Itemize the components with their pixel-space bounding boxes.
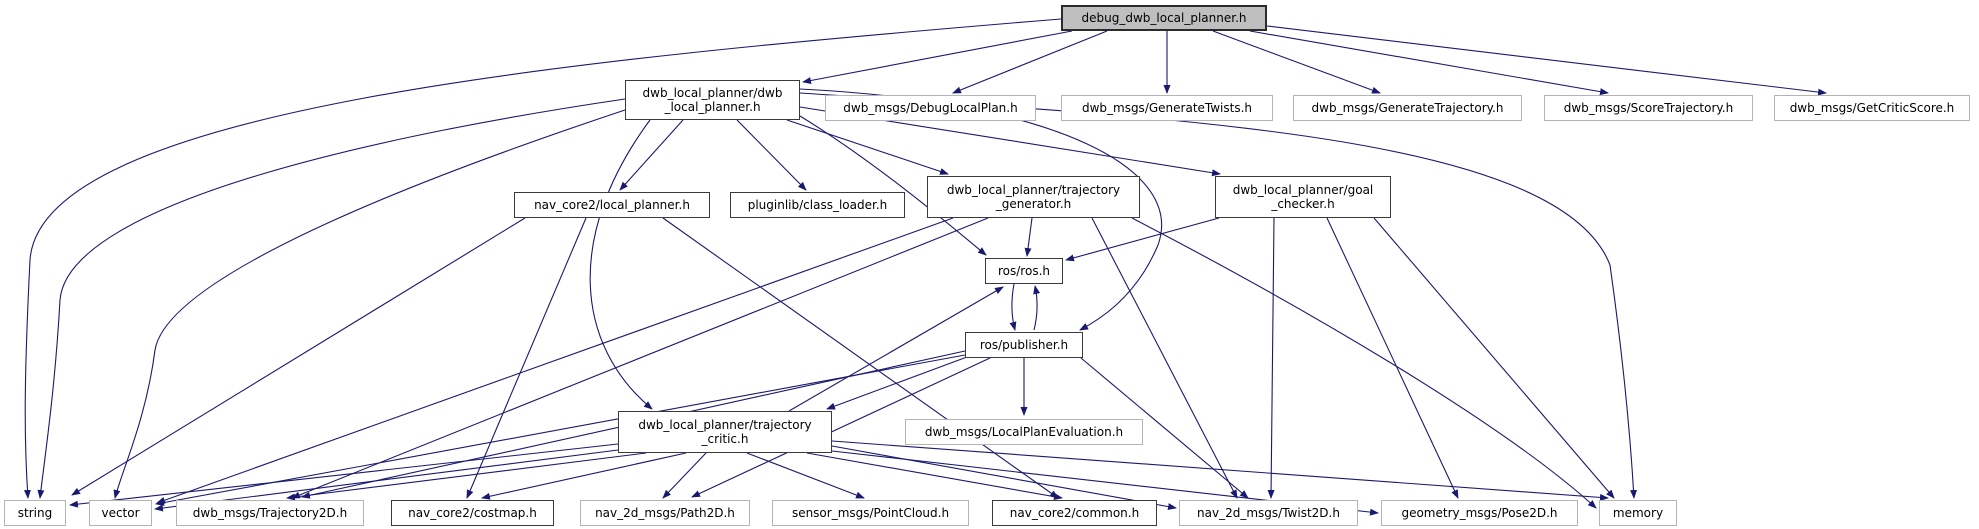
node-label: vector (101, 506, 140, 520)
edge-gen-to-vector (156, 217, 954, 504)
node-label: dwb_local_planner/goal (1232, 183, 1374, 197)
node-label: dwb_msgs/GenerateTrajectory.h (1311, 101, 1504, 115)
edge-pub-to-vector (155, 354, 966, 506)
node-ros-ros-h[interactable]: ros/ros.h (985, 258, 1063, 284)
node-label: dwb_local_planner/trajectory (638, 418, 812, 432)
edge-critic-to-ros (788, 286, 1004, 412)
node-label: ros/ros.h (998, 264, 1050, 278)
edge-debug-to-dwb (802, 30, 1073, 84)
node-dwb-msgs-generatetwists-h: dwb_msgs/GenerateTwists.h (1061, 95, 1273, 121)
edge-critic-to-string (69, 443, 619, 508)
node-label: ros/publisher.h (979, 338, 1069, 352)
node-ros-publisher-h[interactable]: ros/publisher.h (965, 332, 1083, 358)
node-label: nav_core2/local_planner.h (534, 198, 690, 212)
edge-critic-to-costmap (481, 452, 687, 500)
node-trajectory-critic-h[interactable]: dwb_local_planner/trajectory_critic.h (618, 411, 832, 453)
node-label: dwb_msgs/Trajectory2D.h (192, 506, 348, 520)
edge-dwb-to-ros (799, 115, 987, 256)
edge-dwb-to-vector (113, 109, 626, 499)
node-label: memory (1612, 506, 1664, 520)
edge-ros-to-pub (1009, 283, 1017, 331)
edge-pub-to-ros (1033, 285, 1041, 331)
node-nav-core2-costmap-h[interactable]: nav_core2/costmap.h (391, 500, 554, 526)
node-nav-2d-msgs-twist2d-h: nav_2d_msgs/Twist2D.h (1179, 500, 1358, 526)
edge-dwb-to-critic (589, 119, 653, 410)
edge-goal-to-ros (1065, 217, 1220, 262)
edge-dwb-to-pluginlib (736, 119, 807, 191)
node-dwb-msgs-localplanevaluation-h: dwb_msgs/LocalPlanEvaluation.h (905, 419, 1143, 445)
node-memory: memory (1599, 500, 1677, 526)
edge-pub-to-critic (826, 356, 968, 410)
edge-pub-to-twist2d (1080, 357, 1249, 499)
node-label: sensor_msgs/PointCloud.h (791, 506, 950, 520)
edge-critic-to-common (806, 452, 1063, 501)
edge-pub-to-path2d (691, 357, 991, 498)
node-nav-core2-common-h[interactable]: nav_core2/common.h (992, 500, 1157, 526)
node-dwb-local-planner-h[interactable]: dwb_local_planner/dwb_local_planner.h (625, 80, 800, 120)
node-label: dwb_msgs/GenerateTwists.h (1081, 101, 1253, 115)
edge-critic-to-pointcloud (746, 452, 865, 499)
node-label: dwb_msgs/LocalPlanEvaluation.h (924, 425, 1124, 439)
node-label: pluginlib/class_loader.h (747, 198, 888, 212)
node-dwb-msgs-getcriticscore-h: dwb_msgs/GetCriticScore.h (1774, 95, 1970, 121)
node-label: _critic.h (701, 432, 749, 446)
edge-critic-to-path2d (662, 452, 707, 499)
node-nav-2d-msgs-path2d-h: nav_2d_msgs/Path2D.h (580, 500, 750, 526)
edge-goal-to-twist2d (1267, 217, 1275, 499)
edge-gen-to-twist2d (1091, 217, 1238, 499)
node-label: nav_core2/common.h (1009, 506, 1140, 520)
edge-debug-to-string (23, 18, 1062, 499)
node-label: dwb_msgs/DebugLocalPlan.h (843, 101, 1018, 115)
node-label: nav_core2/costmap.h (408, 506, 537, 520)
node-label: _generator.h (995, 197, 1072, 211)
edge-goal-to-memory (1373, 217, 1615, 499)
edge-debug-to-gentraj (1212, 30, 1381, 94)
node-debug-dwb-local-planner-h: debug_dwb_local_planner.h (1061, 5, 1267, 31)
node-label: string (17, 506, 53, 520)
edge-critic-to-twist2d (831, 445, 1177, 511)
node-label: nav_2d_msgs/Twist2D.h (1197, 506, 1340, 520)
node-label: dwb_msgs/ScoreTrajectory.h (1563, 101, 1734, 115)
node-label: nav_2d_msgs/Path2D.h (595, 506, 735, 520)
edge-gen-to-traj2d (291, 217, 989, 499)
node-label: dwb_msgs/GetCriticScore.h (1789, 101, 1955, 115)
node-label: dwb_local_planner/dwb (642, 86, 783, 100)
node-pluginlib-class-loader-h[interactable]: pluginlib/class_loader.h (730, 192, 905, 218)
edge-debug-to-debuglp (952, 30, 1108, 94)
node-sensor-msgs-pointcloud-h: sensor_msgs/PointCloud.h (772, 500, 969, 526)
edge-dwb-to-gen (786, 119, 949, 175)
edge-ncl-to-costmap (466, 217, 587, 499)
edge-dwb-to-string (37, 98, 626, 499)
node-label: debug_dwb_local_planner.h (1081, 11, 1247, 25)
edge-critic-to-traj2d (286, 452, 647, 501)
node-dwb-msgs-scoretrajectory-h: dwb_msgs/ScoreTrajectory.h (1544, 95, 1753, 121)
edge-goal-to-pose2d (1326, 217, 1459, 499)
node-geometry-msgs-pose2d-h: geometry_msgs/Pose2D.h (1381, 500, 1578, 526)
node-dwb-msgs-trajectory2d-h: dwb_msgs/Trajectory2D.h (176, 500, 364, 526)
node-label: _local_planner.h (664, 100, 761, 114)
node-dwb-msgs-debuglocalplan-h: dwb_msgs/DebugLocalPlan.h (825, 95, 1036, 121)
node-label: geometry_msgs/Pose2D.h (1401, 506, 1558, 520)
node-vector: vector (89, 500, 152, 526)
node-nav-core2-local-planner-h[interactable]: nav_core2/local_planner.h (514, 192, 710, 218)
edge-critic-to-vector (154, 449, 619, 512)
edge-ncl-to-string (71, 217, 526, 496)
edge-critic-to-memory (831, 440, 1609, 501)
node-trajectory-generator-h[interactable]: dwb_local_planner/trajectory_generator.h (927, 176, 1140, 218)
node-dwb-msgs-generatetrajectory-h: dwb_msgs/GenerateTrajectory.h (1293, 95, 1522, 121)
edge-dwb-to-ncl (619, 119, 684, 191)
node-goal-checker-h[interactable]: dwb_local_planner/goal_checker.h (1215, 176, 1391, 218)
node-label: dwb_local_planner/trajectory (946, 183, 1121, 197)
node-label: _checker.h (1271, 197, 1335, 211)
node-string: string (4, 500, 66, 526)
edge-gen-to-memory (1131, 217, 1597, 509)
edge-ncl-to-common (662, 217, 1059, 499)
edge-debug-to-scoretraj (1249, 30, 1609, 96)
edge-debug-to-getcritic (1266, 25, 1827, 96)
edge-gen-to-ros (1024, 217, 1033, 257)
